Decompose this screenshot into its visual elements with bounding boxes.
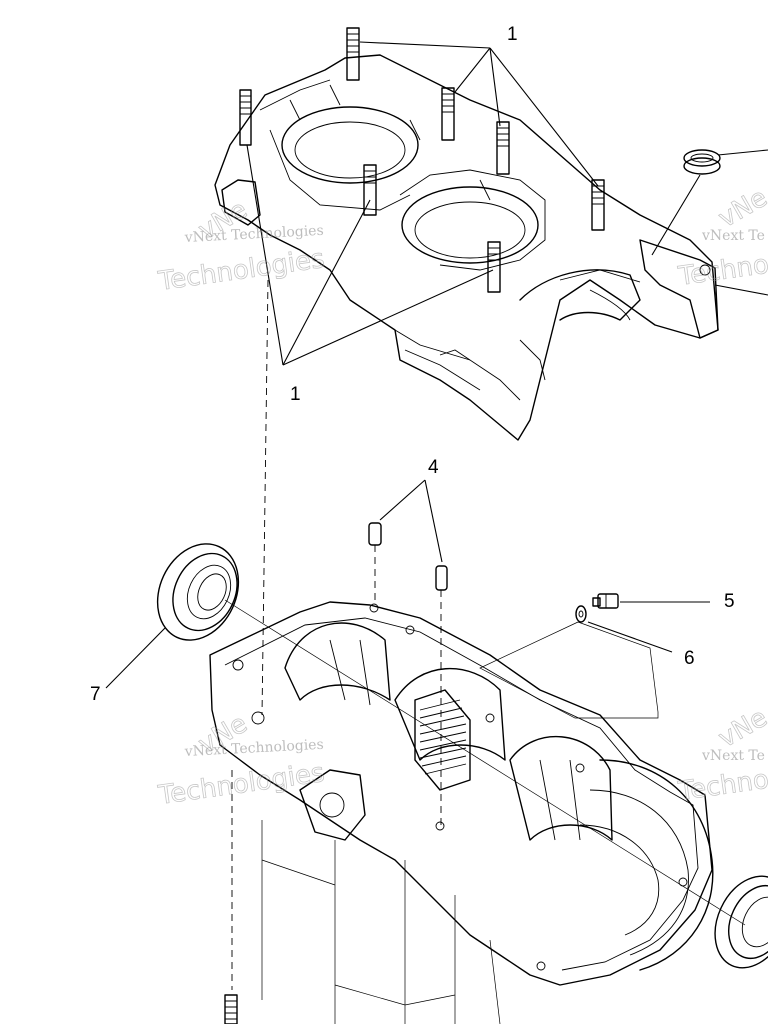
leader-right-upper (717, 149, 768, 156)
stud (239, 27, 605, 293)
alignment-line-left (261, 279, 269, 716)
upper-crankcase (214, 27, 719, 441)
leader-4a (379, 479, 426, 521)
oil-seal (156, 543, 240, 641)
callout-label-5: 5 (724, 591, 735, 612)
svg-text:vNext Technologies: vNext Technologies (183, 223, 324, 246)
callout-label-6: 6 (684, 648, 695, 669)
svg-text:Technologies: Technologies (156, 758, 327, 811)
svg-text:Technologies: Technologies (156, 244, 327, 297)
callout-1-top-leaders (359, 41, 599, 187)
svg-text:vNext Technologies: vNext Technologies (183, 737, 324, 760)
crank-gear (414, 689, 471, 791)
svg-text:vNe: vNe (714, 703, 768, 754)
oil-seal (714, 875, 768, 969)
leader-6 (587, 621, 673, 653)
leader-right-lower (714, 284, 768, 296)
svg-text:vNext Te: vNext Te (701, 228, 765, 244)
callout-label-1-top: 1 (507, 24, 518, 45)
lower-crankcase (209, 601, 714, 1024)
drain-projection (479, 621, 659, 719)
leader-4b (424, 479, 443, 563)
callout-label-1-bottom: 1 (290, 384, 301, 405)
gasket (683, 149, 721, 175)
washer (575, 605, 587, 623)
svg-text:vNe: vNe (714, 183, 768, 234)
callout-1-bottom-leaders (246, 144, 494, 366)
leader-gasket (651, 174, 701, 256)
leader-7 (105, 627, 166, 689)
stud (224, 994, 238, 1024)
drain-bolt (592, 593, 619, 609)
svg-text:vNext Te: vNext Te (701, 748, 765, 764)
crank-axis (224, 599, 746, 926)
callout-label-4: 4 (428, 457, 439, 478)
dowel-pin (368, 522, 448, 591)
callout-label-7: 7 (90, 684, 101, 705)
svg-text:Techno: Techno (676, 765, 768, 807)
